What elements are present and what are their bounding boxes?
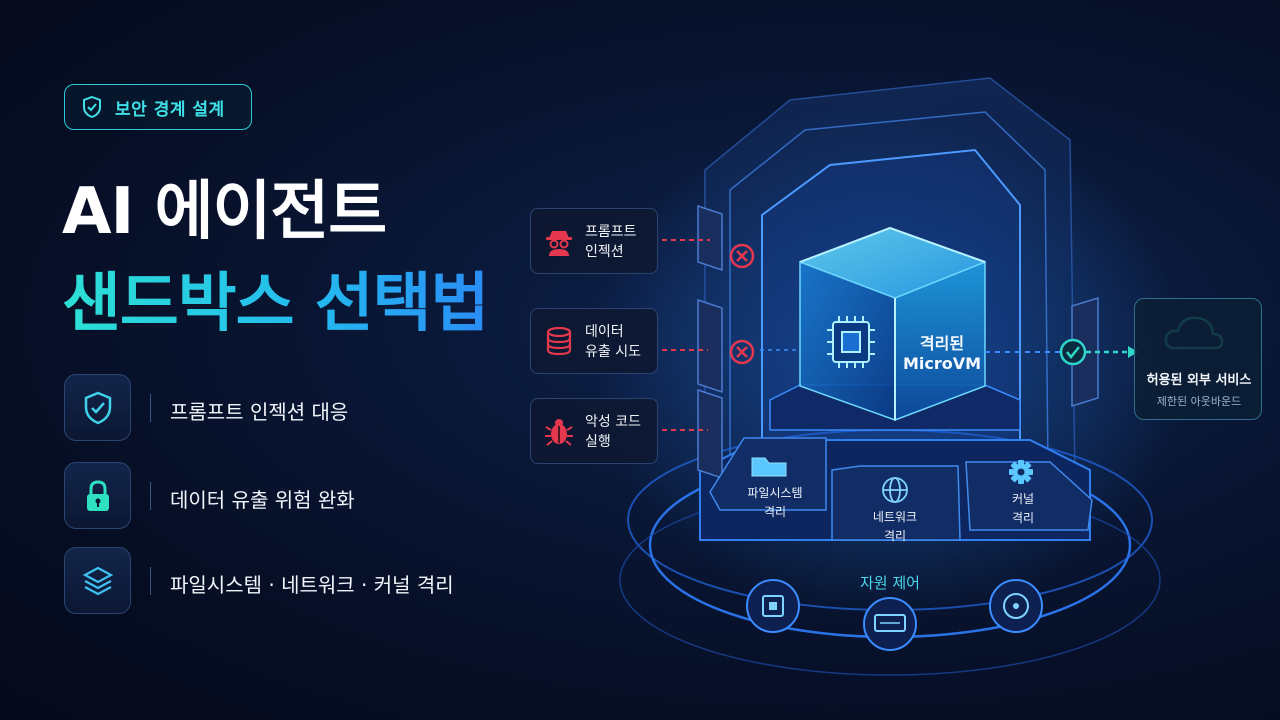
feature-label: 파일시스템 · 네트워크 · 커널 격리 (170, 573, 454, 597)
isolation-label-network: 네트워크 격리 (850, 508, 940, 546)
feature-item: 파일시스템 · 네트워크 · 커널 격리 (64, 547, 484, 615)
feature-item: 프롬프트 인젝션 대응 (64, 374, 484, 442)
threat-label-line1: 데이터 (585, 324, 624, 340)
microvm-label: 격리된 MicroVM (902, 330, 982, 373)
threat-label-line2: 인젝션 (585, 244, 624, 260)
threat-label-line1: 악성 코드 (585, 414, 641, 430)
threat-card-data-exfiltration: 데이터 유출 시도 (530, 308, 658, 374)
database-icon (546, 326, 572, 356)
chip-icon (827, 316, 875, 368)
shield-check-icon (83, 95, 101, 119)
isolation-label-kernel: 커널 격리 (978, 490, 1068, 528)
feature-icon-box (64, 547, 131, 614)
globe-icon (882, 477, 908, 503)
disk-icon (989, 579, 1043, 633)
microvm-label-line2: MicroVM (902, 354, 982, 373)
feature-icon-box (64, 462, 131, 529)
layers-icon (82, 566, 113, 595)
isolation-label-line1: 파일시스템 (747, 486, 803, 500)
blocked-icon (729, 243, 755, 269)
folder-icon (751, 457, 787, 477)
memory-icon (863, 597, 917, 651)
section-badge: 보안 경계 설계 (64, 84, 252, 130)
service-subtitle: 제한된 아웃바운드 (1156, 395, 1242, 408)
badge-label: 보안 경계 설계 (115, 99, 225, 120)
feature-item: 데이터 유출 위험 완화 (64, 462, 484, 530)
threat-card-prompt-injection: 프롬프트 인젝션 (530, 208, 658, 274)
feature-label: 프롬프트 인젝션 대응 (170, 400, 349, 424)
threat-label-line1: 프롬프트 (585, 224, 637, 240)
resource-control-label: 자원 제어 (860, 574, 920, 592)
service-title: 허용된 외부 서비스 (1146, 373, 1252, 388)
isolation-label-line2: 격리 (763, 505, 787, 519)
microvm-label-line1: 격리된 (919, 334, 965, 353)
allowed-check-icon (1059, 338, 1087, 366)
feature-divider (150, 567, 151, 595)
external-service-card: 허용된 외부 서비스 제한된 아웃바운드 (1134, 298, 1262, 420)
feature-icon-box (64, 374, 131, 441)
firewall-panel (697, 204, 723, 480)
spy-icon (546, 231, 572, 256)
isolation-label-line1: 네트워크 (872, 510, 918, 524)
headline-line1: AI 에이전트 (62, 175, 387, 249)
feature-label: 데이터 유출 위험 완화 (170, 488, 355, 512)
bug-icon (545, 419, 573, 446)
gear-icon (1009, 460, 1033, 484)
isolation-label-line2: 격리 (883, 529, 907, 543)
headline-line2: 샌드박스 선택법 (62, 252, 489, 344)
lock-icon (86, 479, 109, 511)
threat-label-line2: 유출 시도 (585, 344, 641, 360)
feature-divider (150, 394, 151, 422)
isolation-label-line2: 격리 (1011, 511, 1035, 525)
shield-check-icon (84, 391, 111, 424)
cpu-icon (746, 579, 800, 633)
threat-label-line2: 실행 (585, 434, 611, 450)
threat-card-malicious-code: 악성 코드 실행 (530, 398, 658, 464)
blocked-icon (729, 339, 755, 365)
feature-divider (150, 482, 151, 510)
isolation-label-filesystem: 파일시스템 격리 (730, 484, 820, 522)
isolation-label-line1: 커널 (1011, 492, 1035, 506)
